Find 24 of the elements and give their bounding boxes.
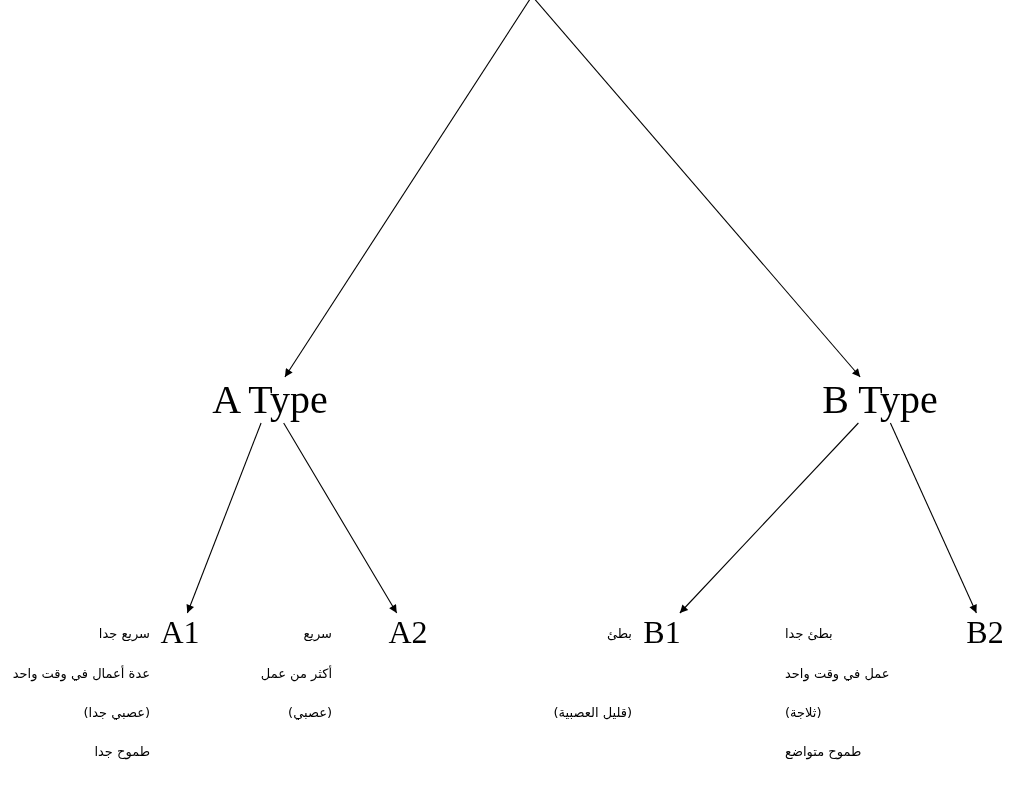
description-text: طموح جدا xyxy=(94,744,150,760)
node-label: A1 xyxy=(158,614,202,650)
description-text: عمل في وقت واحد xyxy=(785,666,890,682)
node-label: A Type xyxy=(210,378,330,422)
description-text: عدة أعمال في وقت واحد xyxy=(12,666,150,682)
description-text: (ثلاجة) xyxy=(785,705,822,721)
arrow xyxy=(679,422,859,614)
description-text: (قليل العصبية) xyxy=(553,705,632,721)
description-text: سريع xyxy=(303,626,332,642)
arrow xyxy=(186,422,262,614)
description-text: بطئ جدا xyxy=(785,626,833,642)
description-text: بطئ xyxy=(606,626,632,642)
arrow xyxy=(284,0,533,378)
description-text: طموح متواضع xyxy=(785,744,862,760)
arrow xyxy=(889,422,977,614)
node-label: B1 xyxy=(641,614,683,650)
description-text: (عصبي جدا) xyxy=(83,705,150,721)
node-label: B Type xyxy=(820,378,940,422)
node-label: B2 xyxy=(964,614,1006,650)
description-text: سريع جدا xyxy=(98,626,150,642)
node-label: A2 xyxy=(386,614,430,650)
description-text: (عصبي) xyxy=(288,705,332,721)
arrow xyxy=(283,422,398,614)
description-text: أكثر من عمل xyxy=(260,666,332,682)
